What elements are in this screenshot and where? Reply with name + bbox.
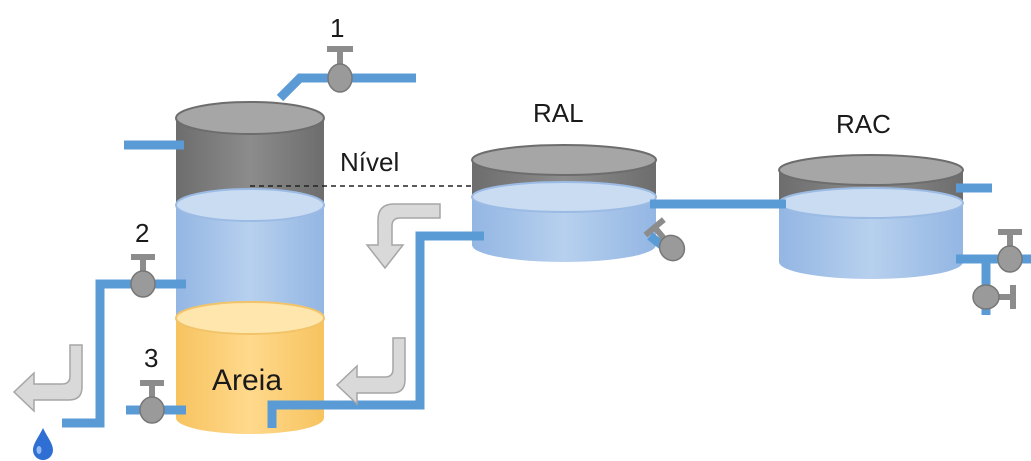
- ral-water: [472, 197, 656, 262]
- valve-rac-outlet[interactable]: [997, 229, 1023, 273]
- valve-ral-drain[interactable]: [643, 217, 690, 265]
- rac-top: [778, 154, 964, 186]
- column-top: [175, 101, 325, 135]
- tank-ral: [471, 144, 657, 262]
- tank-rac: [778, 154, 964, 279]
- rac-water: [779, 203, 963, 279]
- tank-ral-label: RAL: [533, 98, 584, 128]
- flow-arrow-down: [365, 203, 441, 270]
- sand-label: Areia: [212, 364, 282, 397]
- backwash-pipe: [267, 231, 484, 428]
- level-label: Nível: [340, 147, 399, 177]
- valve-2[interactable]: [130, 254, 156, 298]
- water-drop-highlight: [36, 446, 42, 454]
- ral-water-surface: [471, 181, 657, 213]
- valve-rac-lower[interactable]: [972, 284, 1016, 310]
- valve-1-label: 1: [330, 13, 344, 43]
- water-drop-icon: [33, 428, 53, 460]
- inlet-pipe: [276, 73, 416, 102]
- rac-water-surface: [778, 187, 964, 219]
- valve-3[interactable]: [139, 380, 165, 424]
- water-layer: [176, 205, 324, 334]
- ral-top: [471, 144, 657, 176]
- filter-column: [175, 101, 325, 434]
- flow-arrow-left: [12, 344, 83, 413]
- valve-2-label: 2: [135, 218, 149, 248]
- water-surface: [175, 188, 325, 222]
- flow-arrow-bottom: [335, 337, 406, 406]
- valve-1[interactable]: [327, 46, 353, 93]
- tank-rac-label: RAC: [836, 109, 891, 139]
- valve-3-label: 3: [144, 343, 158, 373]
- sand-surface: [175, 301, 325, 335]
